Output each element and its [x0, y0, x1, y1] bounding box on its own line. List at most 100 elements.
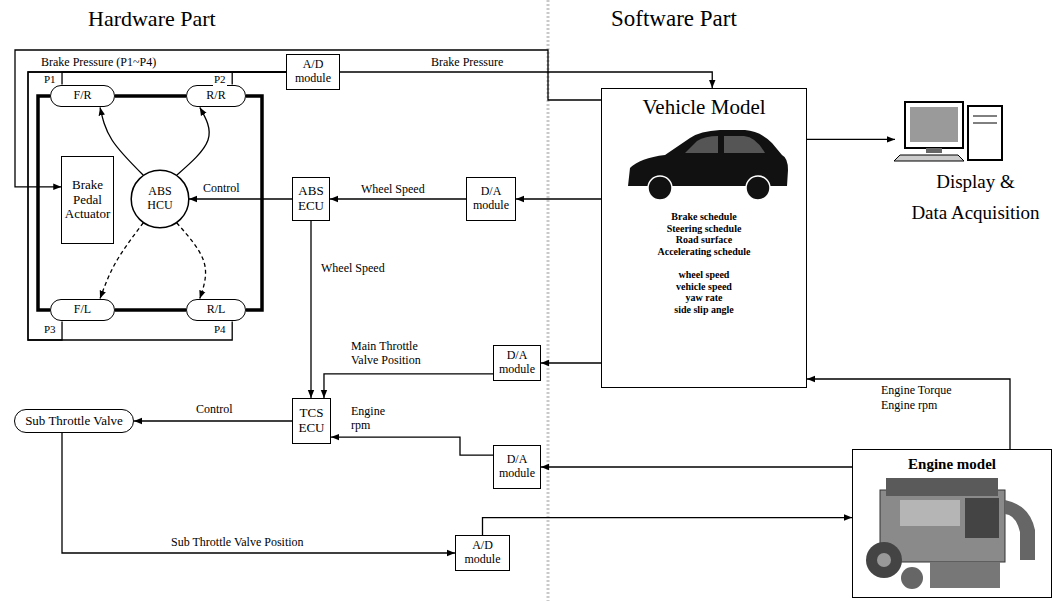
- signal-arrow: [62, 433, 455, 553]
- signal-arrow: [324, 374, 493, 398]
- pressure-tag: P1: [43, 73, 57, 86]
- engine-head: [886, 478, 998, 496]
- throttle-valve: Sub Throttle Valve: [14, 409, 134, 433]
- node-line: Accelerating schedule: [657, 246, 750, 258]
- signal-arrow: [62, 72, 286, 85]
- signal-name: Brake Pressure (P1~P4): [40, 56, 157, 70]
- signal-arrow: [516, 198, 601, 199]
- label-holder: Engine Torque: [880, 384, 953, 398]
- wheel-brake: R/L: [186, 299, 246, 322]
- node-line: wheel speed: [679, 269, 730, 281]
- signal-arrow: [483, 518, 853, 535]
- drive-slot: [973, 123, 997, 124]
- node-title: D/A module: [499, 453, 535, 481]
- label-holder: P4: [213, 323, 227, 336]
- signal-arrow: [541, 362, 601, 363]
- signal-label: Engine rpm: [350, 405, 386, 433]
- display-computer: Display & Data Acquisition: [895, 96, 1056, 236]
- edge-label-holder: Sub Throttle Valve Position: [170, 536, 305, 550]
- module-box: A/D module: [286, 54, 340, 91]
- node-title: F/L: [74, 303, 91, 317]
- brake-line: [115, 94, 186, 98]
- node-title: Display & Data Acquisition: [911, 167, 1039, 228]
- car-window: [685, 136, 718, 153]
- pressure-tag: P4: [213, 323, 227, 336]
- signal-arrow: [177, 223, 206, 299]
- node-title: Vehicle Model: [642, 95, 765, 119]
- module-box: D/A module: [493, 345, 541, 381]
- pulley: [901, 567, 923, 589]
- brake-line: [246, 96, 262, 310]
- pulley-hub: [877, 553, 891, 567]
- signal-label: Control: [202, 182, 241, 196]
- node-title: Brake Pedal Actuator: [65, 178, 110, 223]
- actuator-box: Brake Pedal Actuator: [61, 156, 114, 244]
- signal-label: Main Throttle Valve Position: [350, 340, 422, 368]
- label-holder: Hardware Part: [87, 6, 217, 31]
- brake-line: [38, 96, 50, 310]
- node-title: F/R: [73, 89, 91, 103]
- node-line: Road surface: [676, 234, 732, 246]
- signal-label: Wheel Speed: [320, 262, 386, 276]
- node-title: Engine model: [908, 456, 996, 473]
- signal-arrow: [189, 198, 292, 199]
- node-line: Steering schedule: [667, 223, 742, 235]
- drive-slot: [973, 116, 997, 117]
- vehicle-model-box: Vehicle ModelBrake scheduleSteering sche…: [601, 88, 807, 388]
- signal-arrow: [177, 107, 210, 175]
- signal-arrow: [330, 198, 466, 199]
- engine-part: [900, 500, 960, 526]
- edge-label-holder: Brake Pressure: [430, 56, 504, 70]
- node-title: D/A module: [499, 349, 535, 377]
- node-title: D/A module: [473, 185, 509, 213]
- node-title: R/R: [206, 89, 225, 103]
- oil-pan: [930, 562, 1000, 588]
- car-wheel: [746, 176, 770, 200]
- node-title: ABS ECU: [298, 184, 324, 214]
- signal-label: Sub Throttle Valve Position: [170, 536, 305, 550]
- edge-label-holder: Wheel Speed: [360, 183, 426, 197]
- engine-picture: [866, 478, 1035, 589]
- brake-line: [115, 308, 186, 312]
- signal-name: Engine Torque: [880, 384, 953, 398]
- label-holder: P1: [43, 73, 57, 86]
- pulley: [866, 542, 902, 578]
- computer-case: [968, 106, 1002, 160]
- signal-label: Control: [195, 403, 234, 417]
- label-holder: Software Part: [610, 6, 738, 32]
- signal-arrow: [331, 437, 493, 455]
- monitor: [905, 102, 963, 148]
- monitor-screen: [910, 107, 958, 142]
- wheel-brake: F/L: [50, 299, 115, 322]
- signal-name: Engine rpm: [880, 399, 938, 413]
- edge-label-holder: Control: [202, 182, 241, 196]
- part-heading: Software Part: [610, 6, 738, 32]
- signal-arrow: [28, 72, 286, 340]
- signal-label: Brake Pressure: [430, 56, 504, 70]
- computer-icon: [894, 102, 1002, 161]
- node-title: R/L: [207, 303, 226, 317]
- engine-model-box: Engine model: [852, 449, 1052, 598]
- wheel-brake: R/R: [186, 85, 246, 108]
- edge-label-holder: Wheel Speed: [320, 262, 386, 276]
- car-window: [724, 136, 765, 153]
- module-box: A/D module: [455, 535, 510, 571]
- label-holder: P2: [213, 73, 227, 86]
- node-line: vehicle speed: [676, 281, 732, 293]
- module-box: D/A module: [466, 177, 516, 221]
- ecu-box: ABS ECU: [292, 177, 330, 221]
- label-holder: P3: [43, 323, 57, 336]
- pressure-tag: P2: [213, 73, 227, 86]
- signal-arrow: [807, 139, 895, 140]
- circle-outline: [131, 170, 189, 228]
- pressure-tag: P3: [43, 323, 57, 336]
- node-title: ABS HCU: [147, 185, 172, 213]
- keyboard: [894, 155, 964, 161]
- node-line: side slip angle: [674, 304, 733, 316]
- label-holder: Engine rpm: [880, 399, 938, 413]
- node-line: yaw rate: [686, 292, 723, 304]
